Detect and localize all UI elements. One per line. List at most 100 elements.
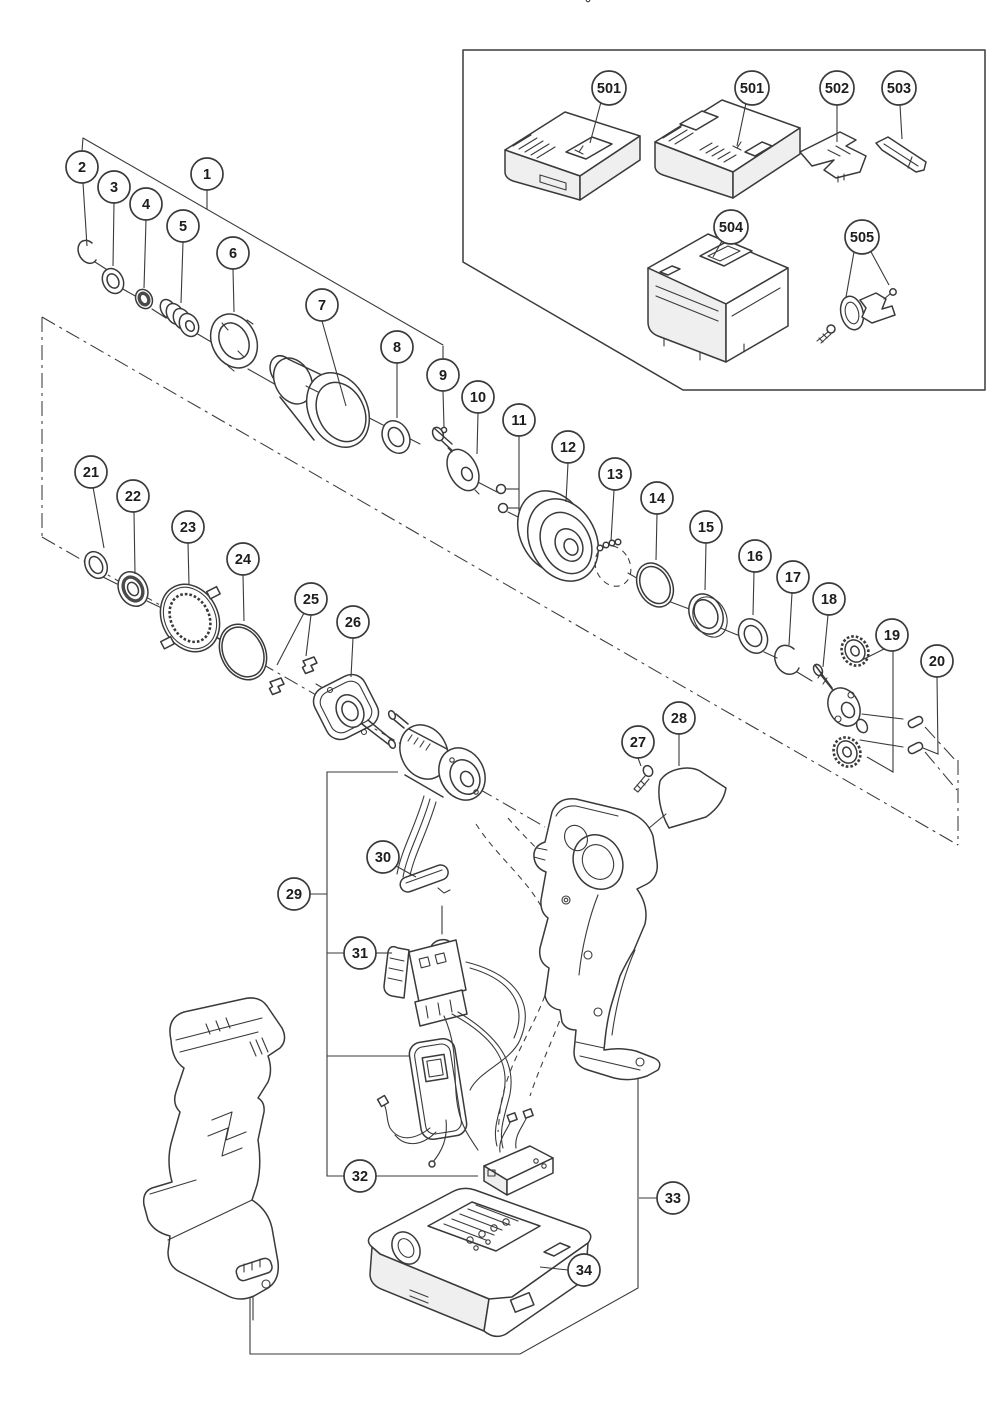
callout-30: 30 bbox=[366, 840, 417, 878]
callout-number: 503 bbox=[887, 81, 911, 97]
callout-balloon bbox=[129, 187, 163, 221]
o-ring bbox=[635, 562, 675, 608]
hook-set-icon bbox=[816, 288, 897, 344]
callout-balloon bbox=[294, 582, 328, 616]
callout-balloon bbox=[738, 539, 772, 573]
callout-33: 33 bbox=[639, 1181, 690, 1215]
callout-number: 27 bbox=[630, 735, 646, 751]
terminal-block bbox=[483, 1108, 554, 1196]
steel-ball bbox=[495, 483, 507, 495]
lock-clip bbox=[301, 656, 318, 675]
gearbox-cover bbox=[312, 673, 397, 749]
callout-balloon bbox=[881, 70, 917, 106]
callout-number: 6 bbox=[229, 246, 237, 262]
callout-balloon bbox=[920, 644, 954, 678]
callout-503: 503 bbox=[881, 70, 917, 140]
left-housing-half bbox=[142, 997, 286, 1321]
switch-assembly bbox=[383, 905, 468, 1027]
callout-balloon bbox=[567, 1253, 601, 1287]
callout-number: 13 bbox=[607, 467, 623, 483]
callout-23: 23 bbox=[171, 510, 205, 586]
callout-number: 16 bbox=[747, 549, 763, 565]
callout-balloon bbox=[621, 725, 655, 759]
callout-balloon bbox=[426, 358, 460, 392]
battery-pack bbox=[367, 1187, 592, 1338]
callout-number: 12 bbox=[560, 440, 576, 456]
callout-balloon bbox=[598, 457, 632, 491]
callout-18: 18 bbox=[812, 582, 846, 668]
callout-1: 1 bbox=[190, 157, 224, 209]
callout-layer: 1234567891011121314151617181920212223242… bbox=[65, 70, 954, 1287]
callout-balloon bbox=[116, 479, 150, 513]
spindle bbox=[812, 663, 869, 734]
hammer-case bbox=[269, 354, 371, 448]
callout-balloon bbox=[819, 70, 855, 106]
washer bbox=[101, 267, 125, 295]
callout-10: 10 bbox=[461, 380, 495, 455]
lead-wires bbox=[376, 961, 526, 1168]
bracket-33 bbox=[249, 1077, 639, 1355]
housing-group bbox=[142, 0, 727, 1338]
callout-3: 3 bbox=[97, 170, 131, 267]
callout-number: 4 bbox=[142, 197, 150, 213]
hammer-spring bbox=[594, 538, 632, 587]
callout-14: 14 bbox=[640, 481, 674, 561]
callout-22: 22 bbox=[116, 479, 150, 575]
belt-hook-icon bbox=[799, 131, 867, 183]
callout-2: 2 bbox=[65, 137, 99, 247]
selector-button bbox=[399, 864, 451, 894]
callout-number: 18 bbox=[821, 592, 837, 608]
callout-number: 22 bbox=[125, 489, 141, 505]
washer bbox=[737, 618, 769, 654]
hammer-case-assembly-parts bbox=[77, 239, 924, 768]
ball-bearing bbox=[117, 570, 149, 608]
callout-number: 17 bbox=[785, 570, 801, 586]
callout-balloon bbox=[97, 170, 131, 204]
callout-502: 502 bbox=[819, 70, 855, 142]
driver-bit-icon bbox=[875, 136, 927, 173]
callout-balloon bbox=[502, 403, 536, 437]
callout-32: 32 bbox=[327, 1159, 478, 1193]
callout-number: 7 bbox=[318, 298, 326, 314]
callout-12: 12 bbox=[551, 430, 585, 503]
callout-number: 505 bbox=[850, 230, 874, 246]
callout-24: 24 bbox=[226, 542, 260, 622]
callout-25: 25 bbox=[276, 582, 328, 666]
bearing-race bbox=[688, 593, 728, 638]
carrying-case-icon bbox=[647, 233, 789, 363]
callout-number: 14 bbox=[649, 491, 665, 507]
callout-balloon bbox=[336, 605, 370, 639]
snap-ring bbox=[774, 644, 800, 675]
callout-balloon bbox=[776, 560, 810, 594]
seal-ring bbox=[134, 288, 154, 310]
callout-balloon bbox=[812, 582, 846, 616]
callout-number: 10 bbox=[470, 390, 486, 406]
hammer bbox=[516, 490, 600, 582]
callout-number: 15 bbox=[698, 520, 714, 536]
gear-pin bbox=[907, 715, 924, 729]
callout-number: 9 bbox=[439, 368, 447, 384]
callout-balloon bbox=[551, 430, 585, 464]
planet-gear bbox=[840, 635, 870, 667]
callout-19: 19 bbox=[861, 618, 909, 773]
callout-number: 8 bbox=[393, 340, 401, 356]
callout-number: 504 bbox=[719, 220, 743, 236]
callout-number: 21 bbox=[83, 465, 99, 481]
callout-balloon bbox=[343, 1159, 377, 1193]
battery-charger-icon bbox=[504, 111, 641, 201]
callout-number: 11 bbox=[511, 413, 526, 429]
callout-balloon bbox=[74, 455, 108, 489]
callout-number: 1 bbox=[203, 167, 211, 183]
callout-balloon bbox=[216, 236, 250, 270]
callout-11: 11 bbox=[502, 403, 536, 511]
callout-28: 28 bbox=[662, 701, 696, 766]
callout-balloon bbox=[713, 209, 749, 245]
callout-number: 28 bbox=[671, 711, 687, 727]
battery-charger-icon bbox=[654, 99, 801, 199]
name-plate-label bbox=[636, 767, 727, 839]
callout-balloon bbox=[875, 618, 909, 652]
callout-number: 26 bbox=[345, 615, 361, 631]
motor-and-electrics bbox=[376, 710, 554, 1196]
